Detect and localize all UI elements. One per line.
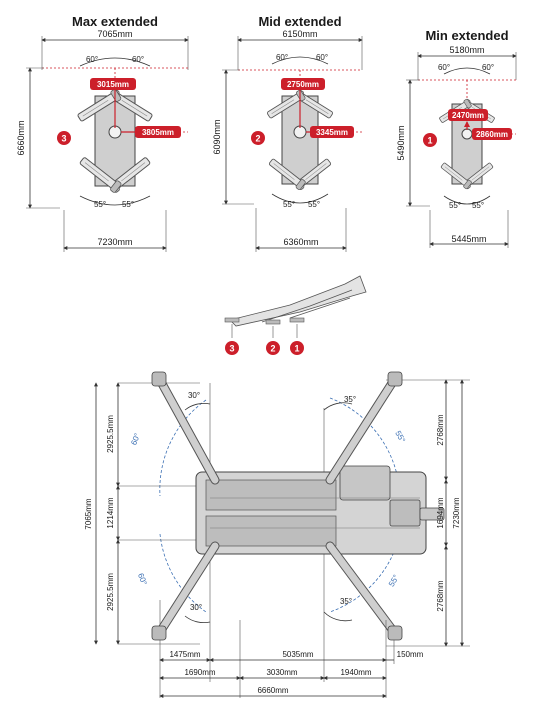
bottom-angle-right: 55° (122, 200, 134, 209)
center-front-label: 2750mm (287, 80, 319, 89)
position-marker-label: 2 (270, 344, 275, 354)
top-width-label: 5180mm (449, 45, 484, 55)
bottom-dim-5035: 5035mm (282, 650, 313, 659)
left-lower-height: 2925.5mm (106, 573, 115, 611)
leg-angle-bottom-left: 30° (190, 603, 202, 612)
position-marker-label: 1 (294, 344, 299, 354)
leg-angle-bottom-right: 35° (340, 597, 352, 606)
config-number: 3 (61, 134, 66, 144)
position-marker-1 (290, 341, 304, 355)
bottom-angle-left: 55° (283, 200, 295, 209)
plan-view: 60° 60° 55° 55° (84, 371, 470, 698)
swing-angle-right-lower: 55° (387, 573, 401, 588)
height-label: 6660mm (16, 120, 26, 155)
swing-angle-left-lower: 60° (136, 572, 149, 586)
bottom-width-label: 7230mm (97, 237, 132, 247)
position-marker-2 (266, 341, 280, 355)
bottom-total-width: 6660mm (257, 686, 288, 695)
top-angle-left: 60° (276, 53, 288, 62)
center-front-badge (448, 109, 488, 121)
position-marker-label: 3 (229, 344, 234, 354)
center-side-badge (135, 126, 181, 138)
top-angle-left: 60° (86, 55, 98, 64)
bottom-angle-left: 55° (449, 201, 461, 210)
swing-angle-left-upper: 60° (129, 432, 142, 446)
outrigger-side-view: 3 2 1 (224, 275, 367, 355)
bottom-width-label: 5445mm (451, 234, 486, 244)
config-max-extended: Max extended 7065mm 60° 60° 3015mm 3805m… (16, 14, 189, 252)
leg-angle-top-right: 35° (344, 395, 356, 404)
top-angle-right: 60° (482, 63, 494, 72)
bottom-dim-1475: 1475mm (169, 650, 200, 659)
config-min-extended: Min extended 5180mm 60° 60° 2470mm 2860m… (396, 28, 517, 248)
height-label: 6090mm (212, 119, 222, 154)
top-angle-right: 60° (132, 55, 144, 64)
left-upper-height: 2925.5mm (106, 415, 115, 453)
top-width-label: 7065mm (97, 29, 132, 39)
bottom-dim-150: 150mm (397, 650, 424, 659)
top-angle-right: 60° (316, 53, 328, 62)
bottom-angle-right: 55° (472, 201, 484, 210)
center-side-badge (472, 128, 512, 140)
center-side-label: 3805mm (142, 128, 174, 137)
config-title: Min extended (425, 28, 508, 43)
config-title: Max extended (72, 14, 158, 29)
leg-angle-top-left: 30° (188, 391, 200, 400)
config-number-badge (57, 131, 71, 145)
right-middle-height: 1694mm (436, 497, 445, 528)
left-middle-height: 1214mm (106, 497, 115, 528)
right-lower-height: 2768mm (436, 580, 445, 611)
bottom-dim-1940: 1940mm (340, 668, 371, 677)
bottom-dim-1690: 1690mm (184, 668, 215, 677)
config-title: Mid extended (258, 14, 341, 29)
bottom-angle-left: 55° (94, 200, 106, 209)
config-number: 1 (427, 136, 432, 146)
top-angle-left: 60° (438, 63, 450, 72)
config-number-badge (423, 133, 437, 147)
top-width-label: 6150mm (282, 29, 317, 39)
position-marker-3 (225, 341, 239, 355)
left-total-height: 7065mm (84, 498, 93, 529)
center-front-label: 3015mm (97, 80, 129, 89)
right-upper-height: 2768mm (436, 414, 445, 445)
center-front-badge (281, 78, 325, 90)
height-label: 5490mm (396, 125, 406, 160)
config-number-badge (251, 131, 265, 145)
bottom-angle-right: 55° (308, 200, 320, 209)
center-side-label: 3345mm (316, 128, 348, 137)
swing-angle-right-upper: 55° (393, 429, 407, 444)
center-side-label: 2860mm (476, 130, 508, 139)
center-front-badge (90, 78, 136, 90)
config-mid-extended: Mid extended 6150mm 60° 60° 2750mm 3345m… (212, 14, 363, 252)
bottom-dim-3030: 3030mm (266, 668, 297, 677)
center-front-label: 2470mm (452, 111, 484, 120)
right-total-height: 7230mm (452, 497, 461, 528)
config-number: 2 (255, 134, 260, 144)
center-side-badge (310, 126, 354, 138)
bottom-width-label: 6360mm (283, 237, 318, 247)
